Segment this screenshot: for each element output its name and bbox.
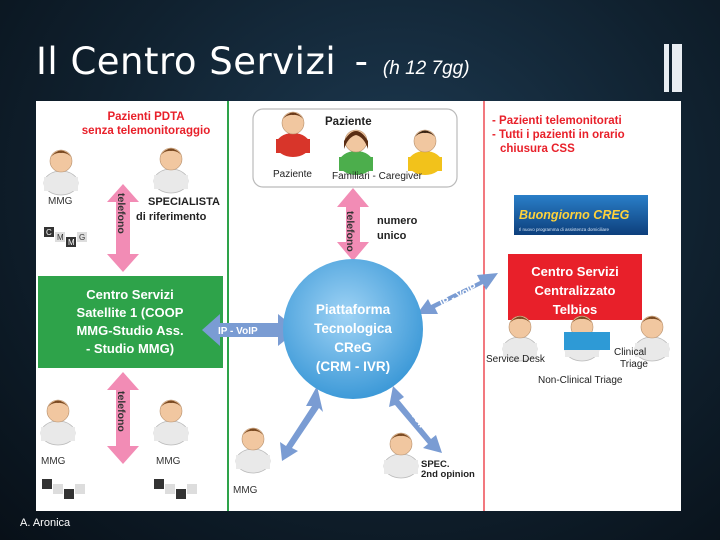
numero-label-line1: numero bbox=[377, 215, 418, 227]
satellite-label-line: - Studio MMG) bbox=[86, 341, 174, 356]
clinical-label-line2: Triage bbox=[620, 359, 648, 370]
centralizzato-label-line: Centro Servizi bbox=[531, 264, 618, 279]
satellite-label-line: MMG-Studio Ass. bbox=[76, 323, 183, 338]
title-subtitle: (h 12 7gg) bbox=[382, 58, 470, 79]
telefono-label-bottom: telefono bbox=[115, 391, 127, 432]
mmg-label-top: MMG bbox=[48, 196, 73, 207]
telefono-label-top: telefono bbox=[115, 193, 127, 234]
specialista-doctor-icon bbox=[153, 147, 189, 194]
cmmg-letter: M bbox=[57, 233, 64, 242]
cmmg-letter: C bbox=[46, 228, 52, 237]
specialista-label-line2: di riferimento bbox=[136, 211, 207, 223]
telemon-line3: chiusura CSS bbox=[500, 143, 575, 155]
ip-voip-arrow-bottom-right bbox=[389, 386, 442, 453]
mmg-label-bottom-center: MMG bbox=[233, 485, 258, 496]
buongiorno-label: Buongiorno CREG bbox=[519, 208, 630, 222]
telemon-line1: - Pazienti telemonitorati bbox=[492, 115, 622, 127]
piattaforma-label-line: Tecnologica bbox=[314, 321, 392, 336]
mmg-doctor-icon bbox=[153, 399, 189, 446]
mmg-doctor-icon bbox=[40, 399, 76, 446]
telefono-arrow-top bbox=[107, 184, 139, 272]
mmg-label-bottom-left: MMG bbox=[41, 456, 66, 467]
ip-voip-label-left: IP - VoIP bbox=[218, 326, 258, 337]
centralizzato-label-line: Centralizzato bbox=[535, 283, 616, 298]
slide-title: Il Centro Servizi - (h 12 7gg) bbox=[36, 40, 470, 83]
decorative-bar-thin bbox=[664, 44, 669, 92]
cmmg-logo-icon bbox=[42, 479, 85, 499]
pdta-heading-line1: Pazienti PDTA bbox=[107, 111, 184, 123]
ip-voip-label-right: IP - VoIP bbox=[438, 282, 479, 310]
ip-voip-label-bottom-right: IP - VoIP bbox=[398, 394, 430, 433]
telefono-label-center: telefono bbox=[344, 211, 356, 252]
numero-label-line2: unico bbox=[377, 230, 407, 242]
mmg-doctor-icon bbox=[235, 427, 271, 474]
cmmg-letter: M bbox=[68, 238, 75, 247]
paziente-header: Paziente bbox=[325, 116, 372, 128]
mmg-doctor-icon bbox=[43, 149, 79, 196]
decorative-bar-thick bbox=[672, 44, 682, 92]
spec-label-line2: 2nd opinion bbox=[421, 469, 475, 480]
cmmg-logo-icon bbox=[154, 479, 197, 499]
satellite-label-line: Satellite 1 (COOP bbox=[77, 305, 184, 320]
specialista-label-line1: SPECIALISTA bbox=[148, 196, 220, 208]
telefono-arrow-bottom bbox=[107, 372, 139, 464]
buongiorno-small-text: Il nuovo programma di assistenza domicil… bbox=[519, 227, 610, 232]
cmmg-letter: G bbox=[79, 233, 85, 242]
diagram-panel: Pazienti PDTA senza telemonitoraggio MMG… bbox=[36, 101, 681, 511]
title-text: Il Centro Servizi bbox=[36, 40, 337, 83]
centralizzato-box bbox=[508, 254, 642, 320]
piattaforma-label-line: (CRM - IVR) bbox=[316, 359, 390, 374]
paziente-label: Paziente bbox=[273, 169, 312, 180]
author-credit: A. Aronica bbox=[20, 517, 71, 529]
spec-label-line1: SPEC. bbox=[421, 459, 450, 470]
clinical-monitor-icon bbox=[564, 332, 610, 350]
satellite-label-line: Centro Servizi bbox=[86, 287, 173, 302]
title-dash: - bbox=[354, 40, 369, 83]
centralizzato-label-line: Telbios bbox=[553, 302, 598, 317]
telefono-arrow-center bbox=[337, 188, 369, 261]
non-clinical-label: Non-Clinical Triage bbox=[538, 375, 623, 386]
spec-doctor-icon bbox=[383, 432, 419, 479]
piattaforma-hub bbox=[283, 259, 423, 399]
service-desk-label: Service Desk bbox=[486, 354, 546, 365]
familiari-label: Familiari - Caregiver bbox=[332, 171, 423, 182]
cmmg-logo-icon: C M M G bbox=[44, 227, 87, 247]
piattaforma-label-line: Piattaforma bbox=[316, 302, 391, 317]
ip-voip-arrow-left bbox=[202, 314, 298, 346]
pdta-heading-line2: senza telemonitoraggio bbox=[82, 125, 210, 137]
ip-voip-arrow-bottom-left bbox=[280, 386, 323, 461]
piattaforma-label-line: CReG bbox=[334, 340, 372, 355]
clinical-label-line1: Clinical bbox=[614, 347, 646, 358]
satellite-box bbox=[38, 276, 223, 368]
buongiorno-creg-banner bbox=[514, 195, 648, 235]
telemon-line2: - Tutti i pazienti in orario bbox=[492, 129, 625, 141]
ip-voip-arrow-right bbox=[417, 273, 498, 314]
mmg-label-bottom-mid: MMG bbox=[156, 456, 181, 467]
